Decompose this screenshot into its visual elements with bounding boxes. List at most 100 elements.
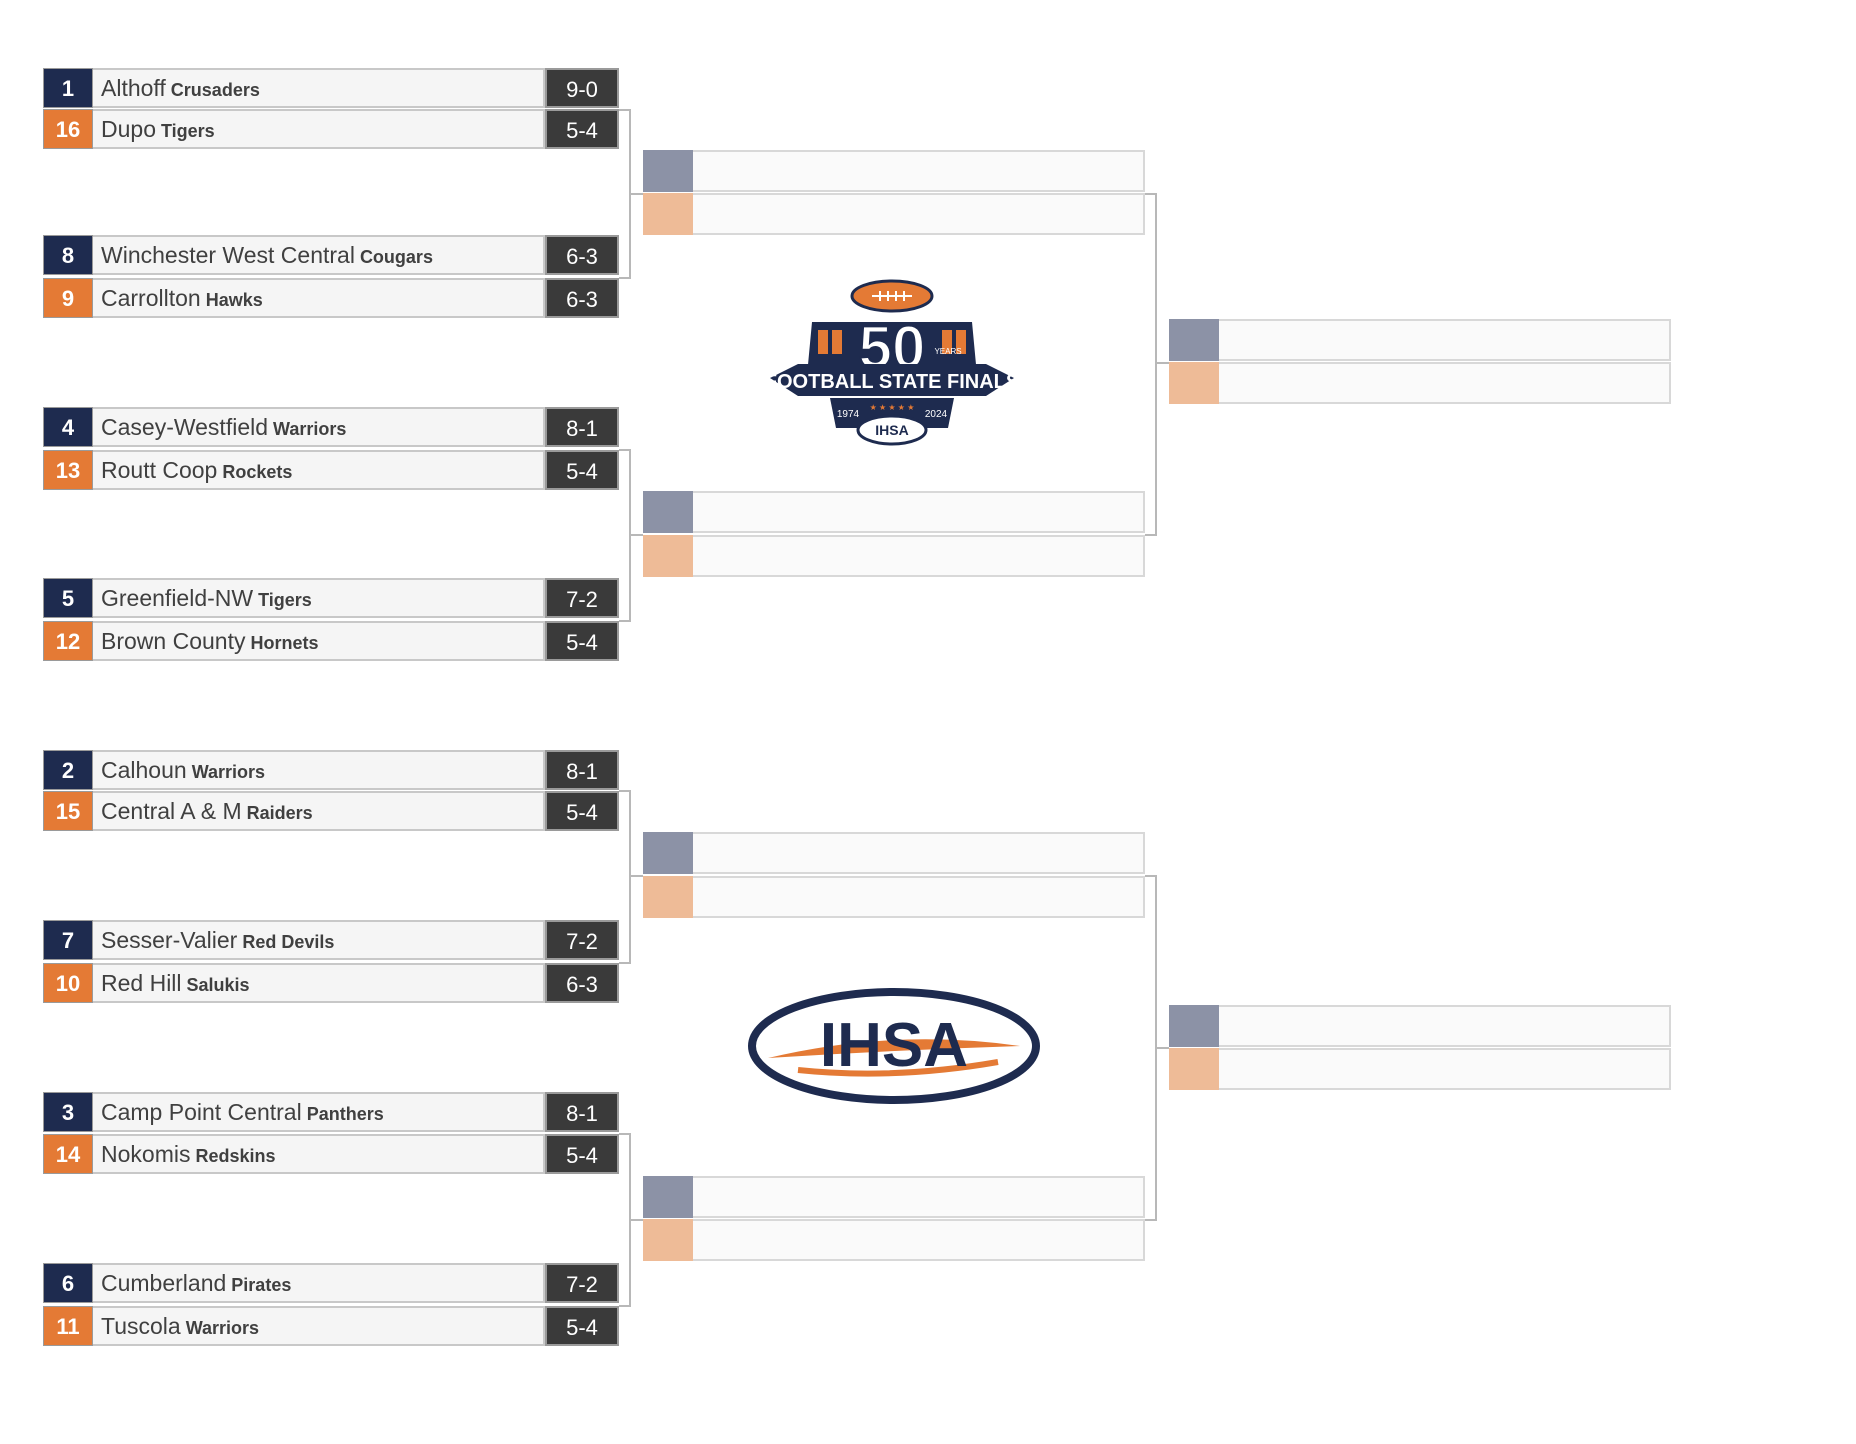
school-name: Dupo (101, 116, 156, 142)
team-placeholder (693, 150, 1145, 192)
banner-text: FOOTBALL STATE FINALS (768, 371, 1016, 393)
banner-ribbon (770, 364, 1014, 396)
seed-placeholder (1169, 319, 1219, 361)
empty-slot[interactable] (643, 832, 1145, 874)
seed-placeholder (1169, 1048, 1219, 1090)
team-record: 9-0 (545, 68, 619, 108)
seed-badge: 6 (43, 1263, 93, 1303)
bracket-connector (629, 1219, 643, 1221)
team-record: 5-4 (545, 621, 619, 661)
team-placeholder (693, 193, 1145, 235)
end-year: 2024 (925, 409, 948, 420)
empty-slot[interactable] (643, 876, 1145, 918)
seed-badge: 10 (43, 963, 93, 1003)
bracket-connector (1155, 362, 1169, 364)
team-placeholder (693, 876, 1145, 918)
bracket-connector (1145, 1219, 1157, 1221)
school-name: Casey-Westfield (101, 414, 269, 440)
empty-slot[interactable] (643, 491, 1145, 533)
school-name: Cumberland (101, 1270, 227, 1296)
start-year: 1974 (837, 409, 860, 420)
empty-slot[interactable] (643, 1219, 1145, 1261)
bracket-connector (1145, 875, 1157, 877)
bracket-connector (1145, 193, 1157, 195)
mascot-name: Hawks (205, 290, 263, 310)
seed-badge: 11 (43, 1306, 93, 1346)
badge-org: IHSA (875, 422, 908, 438)
bracket-connector (619, 962, 631, 964)
team-placeholder (693, 1176, 1145, 1218)
empty-slot[interactable] (643, 1176, 1145, 1218)
years-label: YEARS (934, 347, 961, 356)
mascot-name: Redskins (195, 1146, 276, 1166)
empty-slot[interactable] (1169, 362, 1671, 404)
seed-badge: 2 (43, 750, 93, 790)
empty-slot[interactable] (643, 150, 1145, 192)
team-placeholder (1219, 319, 1671, 361)
mascot-name: Rockets (222, 462, 293, 482)
seed-placeholder (643, 193, 693, 235)
bracket-connector (1155, 193, 1157, 536)
empty-slot[interactable] (1169, 1005, 1671, 1047)
team-record: 5-4 (545, 791, 619, 831)
seed-badge: 8 (43, 235, 93, 275)
team-record: 8-1 (545, 1092, 619, 1132)
mascot-name: Panthers (306, 1104, 384, 1124)
team-placeholder (1219, 1005, 1671, 1047)
seed-placeholder (643, 1176, 693, 1218)
school-name: Althoff (101, 75, 166, 101)
seed-badge: 9 (43, 278, 93, 318)
empty-slot[interactable] (1169, 319, 1671, 361)
school-name: Routt Coop (101, 457, 218, 483)
team-record: 7-2 (545, 578, 619, 618)
anniversary-logo: 50 YEARS FOOTBALL STATE FINALS 1974 2024… (768, 279, 1016, 446)
team-placeholder (1219, 1048, 1671, 1090)
empty-slot[interactable] (1169, 1048, 1671, 1090)
empty-slot[interactable] (643, 535, 1145, 577)
team-placeholder (693, 535, 1145, 577)
empty-slot[interactable] (643, 193, 1145, 235)
team-record: 5-4 (545, 109, 619, 149)
bracket-connector (619, 620, 631, 622)
bracket-connector (629, 193, 643, 195)
school-name: Camp Point Central (101, 1099, 302, 1125)
mascot-name: Hornets (250, 633, 319, 653)
mascot-name: Warriors (191, 762, 266, 782)
bracket-connector (629, 875, 643, 877)
bracket-connector (619, 1133, 631, 1135)
bracket-connector (629, 534, 643, 536)
bracket-connector (629, 790, 631, 964)
mascot-name: Red Devils (242, 932, 335, 952)
school-name: Nokomis (101, 1141, 191, 1167)
bracket-connector (619, 790, 631, 792)
seed-badge: 13 (43, 450, 93, 490)
seed-badge: 12 (43, 621, 93, 661)
school-name: Greenfield-NW (101, 585, 254, 611)
seed-placeholder (1169, 1005, 1219, 1047)
